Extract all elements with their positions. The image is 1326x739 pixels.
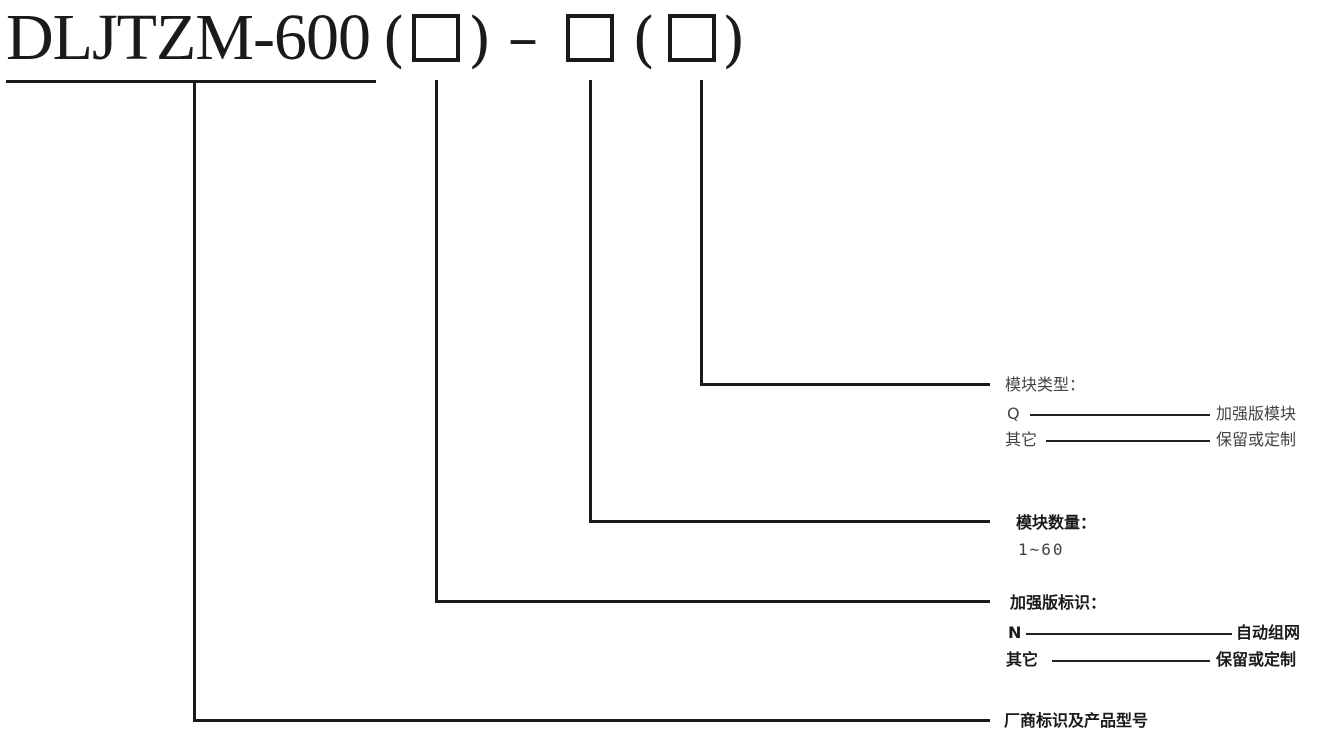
module-count-range: 1~60 (1018, 540, 1065, 559)
module-count-label: 模块数量： (1016, 513, 1097, 532)
module-type-connector-vertical (700, 80, 703, 386)
module-type-option-meaning: 保留或定制 (1216, 430, 1297, 449)
prefix-underline (6, 80, 376, 83)
paren-close-2: ) (722, 5, 746, 75)
dash: – (508, 3, 538, 73)
enhanced-flag-option-leader (1052, 660, 1210, 662)
enhanced-flag-option-code: 其它 (1006, 650, 1039, 669)
module-type-option-meaning: 加强版模块 (1216, 404, 1297, 423)
enhanced-flag-option-leader (1026, 633, 1232, 635)
paren-open-1: ( (382, 5, 406, 75)
enhanced-flag-placeholder-box (412, 14, 460, 62)
vendor-connector-horizontal (193, 719, 990, 722)
enhanced-flag-option-code: N (1008, 623, 1022, 642)
model-prefix: DLJTZM-600 (6, 1, 371, 74)
module-count-connector-horizontal (589, 520, 990, 523)
module-type-label: 模块类型： (1005, 375, 1086, 394)
module-type-option-leader (1030, 414, 1210, 416)
module-type-connector-horizontal (700, 383, 990, 386)
module-type-option-code: 其它 (1005, 430, 1038, 449)
enhanced-flag-connector-vertical (435, 80, 438, 603)
enhanced-flag-option-meaning: 自动组网 (1236, 623, 1301, 642)
module-count-placeholder-box (566, 14, 614, 62)
vendor-label: 厂商标识及产品型号 (1004, 711, 1149, 730)
vendor-connector-vertical (193, 82, 196, 722)
module-type-option-leader (1046, 440, 1210, 442)
enhanced-flag-connector-horizontal (435, 600, 990, 603)
module-type-placeholder-box (668, 14, 716, 62)
module-count-connector-vertical (589, 80, 592, 523)
paren-open-2: ( (632, 5, 656, 75)
module-type-option-code: Q (1007, 404, 1020, 423)
paren-close-1: ) (468, 5, 492, 75)
enhanced-flag-label: 加强版标识： (1010, 593, 1107, 612)
enhanced-flag-option-meaning: 保留或定制 (1216, 650, 1297, 669)
